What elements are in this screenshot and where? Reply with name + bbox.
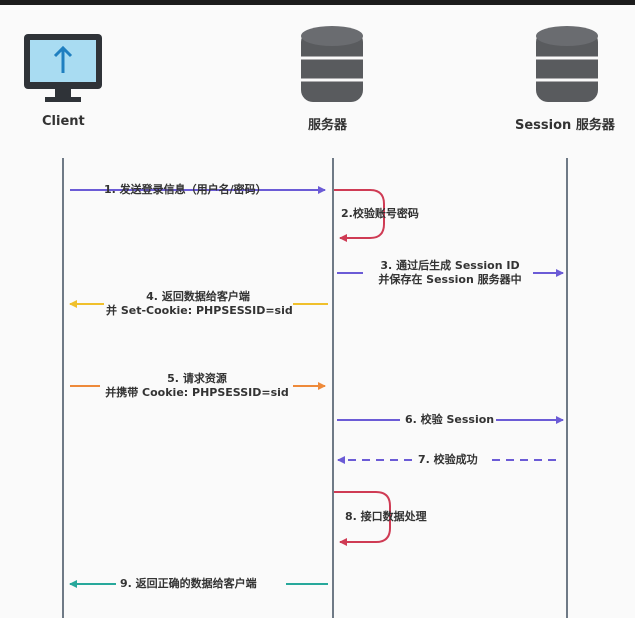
message-4-line-1: 4. 返回数据给客户端 (146, 290, 250, 303)
computer-monitor-icon (24, 34, 102, 102)
message-3-line-2: 并保存在 Session 服务器中 (378, 273, 522, 286)
message-6-label: 6. 校验 Session (405, 413, 495, 426)
arrow-8 (333, 491, 391, 546)
message-1-label: 1. 发送登录信息（用户名/密码） (104, 183, 267, 196)
server-label: 服务器 (308, 118, 348, 133)
message-2-label: 2.校验账号密码 (341, 207, 419, 220)
message-8-label: 8. 接口数据处理 (345, 510, 427, 523)
client-label: Client (42, 114, 85, 129)
server-lifeline (332, 158, 334, 618)
message-3-line-1: 3. 通过后生成 Session ID (380, 259, 520, 272)
message-7-label: 7. 校验成功 (418, 453, 478, 466)
session-server-lifeline (566, 158, 568, 618)
arrow-2 (333, 189, 385, 242)
message-3-label: 3. 通过后生成 Session ID 并保存在 Session 服务器中 (368, 259, 532, 287)
message-5-label: 5. 请求资源 并携带 Cookie: PHPSESSID=sid (104, 372, 290, 400)
top-bar (0, 0, 635, 5)
message-4-label: 4. 返回数据给客户端 并 Set-Cookie: PHPSESSID=sid (106, 290, 293, 318)
session-server-label: Session 服务器 (515, 118, 615, 133)
client-lifeline (62, 158, 64, 618)
message-9-label: 9. 返回正确的数据给客户端 (120, 577, 257, 590)
message-5-line-1: 5. 请求资源 (167, 372, 227, 385)
database-icon (301, 26, 363, 102)
message-5-line-2: 并携带 Cookie: PHPSESSID=sid (105, 386, 289, 399)
database-icon (536, 26, 598, 102)
message-4-line-2: 并 Set-Cookie: PHPSESSID=sid (106, 304, 293, 317)
